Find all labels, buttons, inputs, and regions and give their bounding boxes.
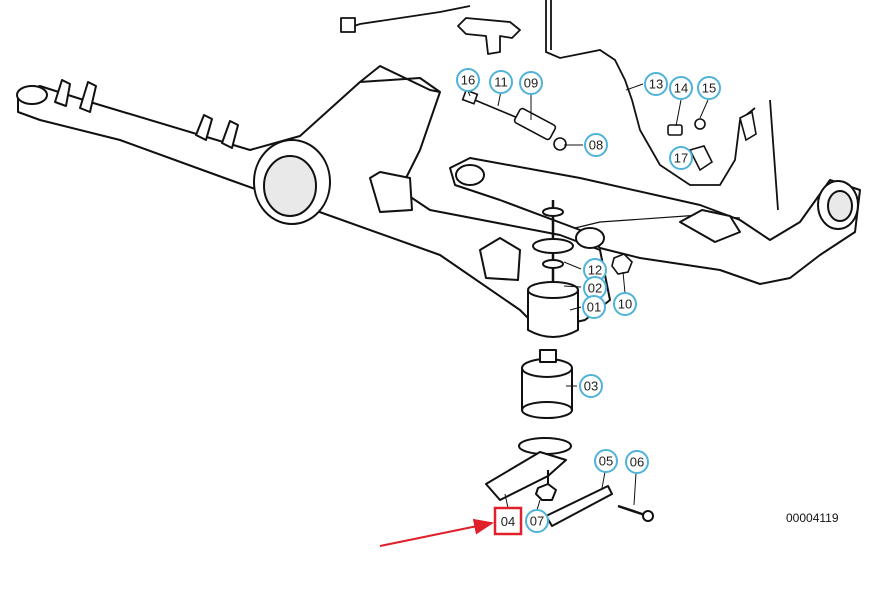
callout-circle — [489, 70, 513, 94]
callout-label-09: 09 — [524, 76, 538, 91]
fastener-group — [461, 89, 757, 275]
callout-label-10: 10 — [618, 297, 632, 312]
callout-circle — [456, 68, 480, 92]
callout-circle — [519, 71, 543, 95]
mount-stack — [485, 200, 654, 527]
callout-circle — [584, 133, 608, 157]
callout-05[interactable]: 05 — [594, 449, 618, 473]
callout-16[interactable]: 16 — [456, 68, 480, 92]
callout-circle — [525, 509, 549, 533]
callout-circle — [644, 72, 668, 96]
callout-01[interactable]: 01 — [582, 295, 606, 319]
callouts: 16 11 09 13 14 15 08 17 12 02 01 10 03 05 06 07 — [456, 68, 721, 533]
callout-label-05: 05 — [599, 454, 613, 469]
callout-label-02: 02 — [588, 281, 602, 296]
callout-label-11: 11 — [494, 75, 508, 90]
callout-label-13: 13 — [649, 77, 663, 92]
callout-17[interactable]: 17 — [669, 146, 693, 170]
callout-circle — [582, 295, 606, 319]
callout-13[interactable]: 13 — [644, 72, 668, 96]
callout-circle — [697, 76, 721, 100]
callout-14[interactable]: 14 — [669, 76, 693, 100]
callout-08[interactable]: 08 — [584, 133, 608, 157]
callout-09[interactable]: 09 — [519, 71, 543, 95]
callout-11[interactable]: 11 — [489, 70, 513, 94]
axle-carrier — [16, 65, 611, 331]
callout-label-17: 17 — [674, 151, 688, 166]
callout-circle — [594, 449, 618, 473]
callout-label-16: 16 — [461, 73, 475, 88]
highlight-arrow — [379, 518, 494, 547]
bracket-top — [340, 17, 521, 55]
callout-06[interactable]: 06 — [625, 450, 649, 474]
callout-label-04: 04 — [501, 514, 515, 529]
callout-label-15: 15 — [702, 81, 716, 96]
callout-label-03: 03 — [584, 379, 598, 394]
highlighted-callout[interactable]: 04 — [493, 506, 523, 536]
callout-circle — [669, 146, 693, 170]
callout-label-14: 14 — [674, 81, 688, 96]
callout-circle — [669, 76, 693, 100]
callout-02[interactable]: 02 — [583, 276, 607, 300]
callout-circle — [625, 450, 649, 474]
callout-10[interactable]: 10 — [613, 292, 637, 316]
callout-label-08: 08 — [589, 138, 603, 153]
callout-label-06: 06 — [630, 455, 644, 470]
callout-label-12: 12 — [588, 263, 602, 278]
callout-circle — [579, 374, 603, 398]
callout-label-07: 07 — [530, 514, 544, 529]
callout-12[interactable]: 12 — [583, 258, 607, 282]
callout-circle — [613, 292, 637, 316]
callout-label-01: 01 — [587, 300, 601, 315]
callout-07[interactable]: 07 — [525, 509, 549, 533]
callout-03[interactable]: 03 — [579, 374, 603, 398]
trailing-arm — [449, 157, 861, 285]
highlight-box — [493, 506, 523, 536]
diagram-id: 00004119 — [786, 511, 839, 525]
callout-15[interactable]: 15 — [697, 76, 721, 100]
